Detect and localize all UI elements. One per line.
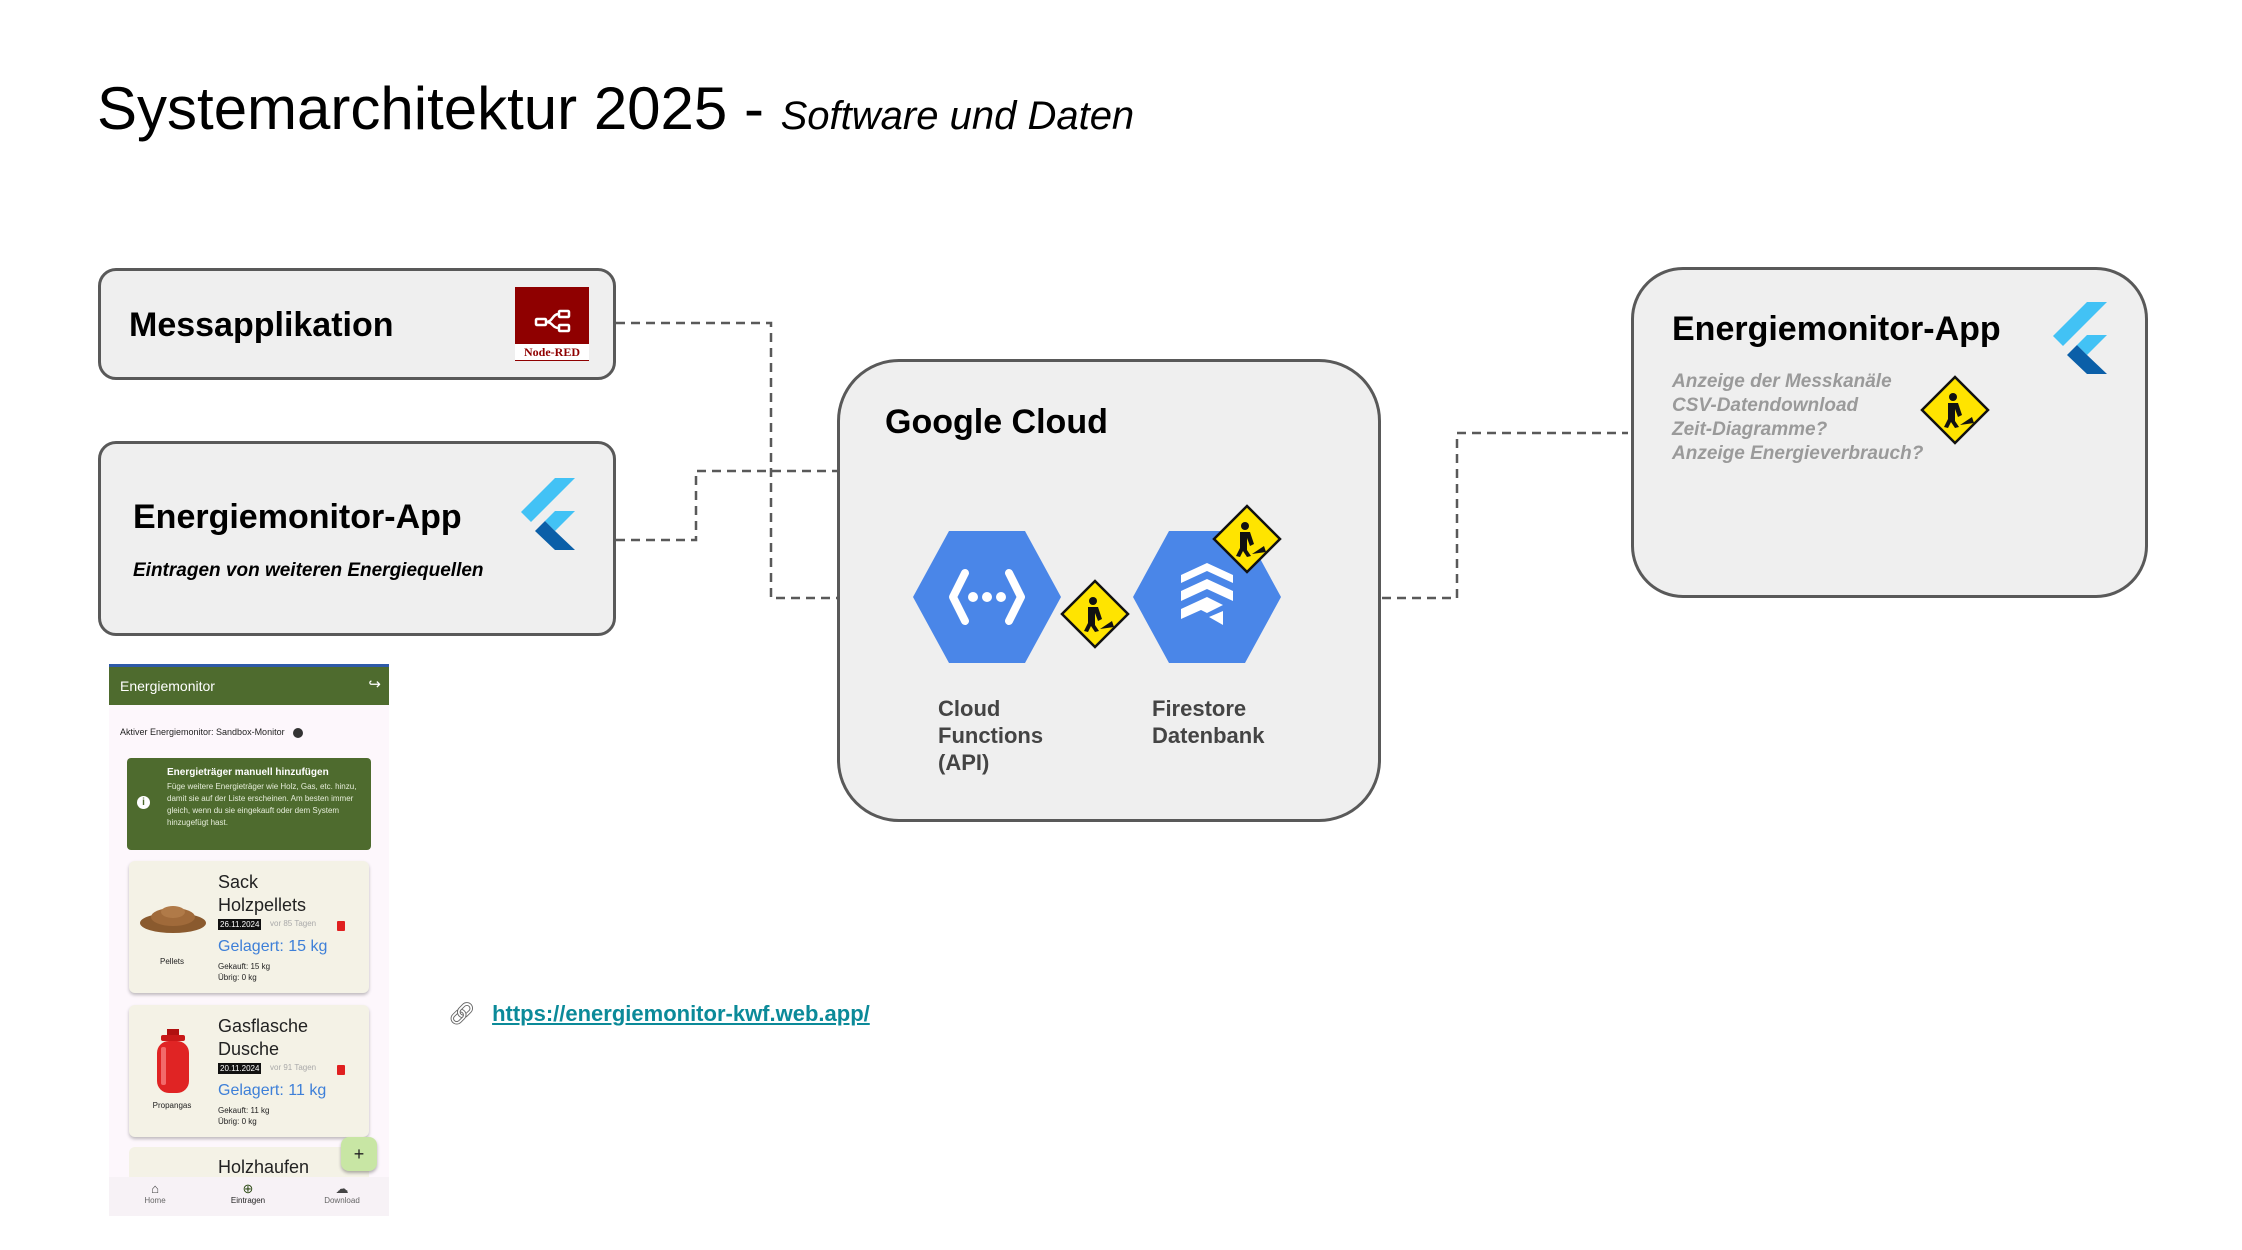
item-left: Übrig: 0 kg [218,973,257,982]
feature-list: Anzeige der Messkanäle CSV-Datendownload… [1672,370,1923,466]
item-stored: Gelagert: 15 kg [218,938,328,955]
energie-app-left-desc: Eintragen von weiteren Energiequellen [133,560,484,581]
item-category: Pellets [159,957,184,966]
app-link[interactable]: https://energiemonitor-kwf.web.app/ [492,1001,870,1026]
info-card: i Energieträger manuell hinzufügen Füge … [127,758,371,850]
app-screenshot: Energiemonitor ↪ Aktiver Energiemonitor:… [109,664,389,1216]
feature-item: Anzeige der Messkanäle [1672,371,1892,392]
item-name: Gasflasche Dusche [218,1016,309,1059]
messapp-box: Messapplikation Node-RED [98,268,616,380]
cloud-functions-icon [913,531,1061,663]
flutter-icon [2053,302,2107,374]
list-item[interactable]: Propangas Gasflasche Dusche 20.11.2024 v… [129,1005,369,1137]
construction-warning-icon [1060,579,1130,649]
item-date: 20.11.2024 [218,1063,262,1074]
switch-icon[interactable] [293,727,304,738]
item-name: Sack Holzpellets [218,872,307,915]
energie-app-left-box: Energiemonitor-App Eintragen von weitere… [98,441,616,636]
node-red-icon: Node-RED [515,287,589,361]
feature-item: Zeit-Diagramme? [1672,419,1828,440]
pellets-icon [140,906,206,933]
logout-icon[interactable]: ↪ [368,676,381,693]
feature-item: CSV-Datendownload [1672,395,1859,416]
trash-icon[interactable] [337,921,345,931]
info-icon: i [137,796,150,809]
list-item[interactable]: Pellets Sack Holzpellets 26.11.2024 vor … [129,861,369,993]
google-cloud-box: Google Cloud Cloud Functions (API) Fires… [837,359,1381,822]
google-cloud-title: Google Cloud [885,403,1108,441]
item-bought: Gekauft: 15 kg [218,962,271,971]
item-category: Propangas [152,1101,192,1110]
feature-item: Anzeige Energieverbrauch? [1672,443,1924,464]
trash-icon[interactable] [337,1065,345,1075]
info-title: Energieträger manuell hinzufügen [167,767,329,778]
firestore-label: Firestore Datenbank [1152,696,1265,748]
app-bar-title: Energiemonitor [120,678,215,694]
item-age: vor 91 Tagen [270,1063,317,1072]
home-icon: ⌂ [151,1181,159,1196]
item-name: Holzhaufen [218,1157,310,1177]
nav-eintragen[interactable]: ⊕ Eintragen [218,1181,278,1205]
node-red-label: Node-RED [515,344,589,360]
link-icon: 🔗︎ [448,1001,476,1026]
item-date: 26.11.2024 [218,919,262,930]
construction-warning-icon [1920,375,1990,445]
messapp-title: Messapplikation [129,306,394,344]
active-monitor-text: Aktiver Energiemonitor: Sandbox-Monitor [120,727,304,738]
item-stored: Gelagert: 11 kg [218,1082,327,1099]
cloud-functions-label: Cloud Functions (API) [938,696,1044,775]
flutter-icon [521,478,575,550]
cloud-download-icon: ☁ [335,1181,349,1196]
nav-download[interactable]: ☁ Download [312,1181,372,1205]
info-body: Füge weitere Energieträger wie Holz, Gas… [167,782,357,827]
construction-warning-icon [1212,504,1282,574]
page-title: Systemarchitektur 2025 - Software und Da… [97,75,1135,142]
energie-app-left-title: Energiemonitor-App [133,498,462,536]
bottom-nav: ⌂ Home ⊕ Eintragen ☁ Download [109,1177,389,1216]
energie-app-right-box: Energiemonitor-App Anzeige der Messkanäl… [1631,267,2148,598]
energie-app-right-title: Energiemonitor-App [1672,310,2001,348]
app-link-row: 🔗︎ https://energiemonitor-kwf.web.app/ [448,1001,870,1027]
app-bar: Energiemonitor ↪ [109,667,389,705]
item-age: vor 85 Tagen [270,919,317,928]
add-circle-icon: ⊕ [242,1181,254,1196]
nav-home[interactable]: ⌂ Home [125,1181,185,1205]
add-button[interactable]: + [341,1137,377,1171]
gas-bottle-icon [157,1029,189,1093]
item-left: Übrig: 0 kg [218,1117,257,1126]
item-bought: Gekauft: 11 kg [218,1106,270,1115]
